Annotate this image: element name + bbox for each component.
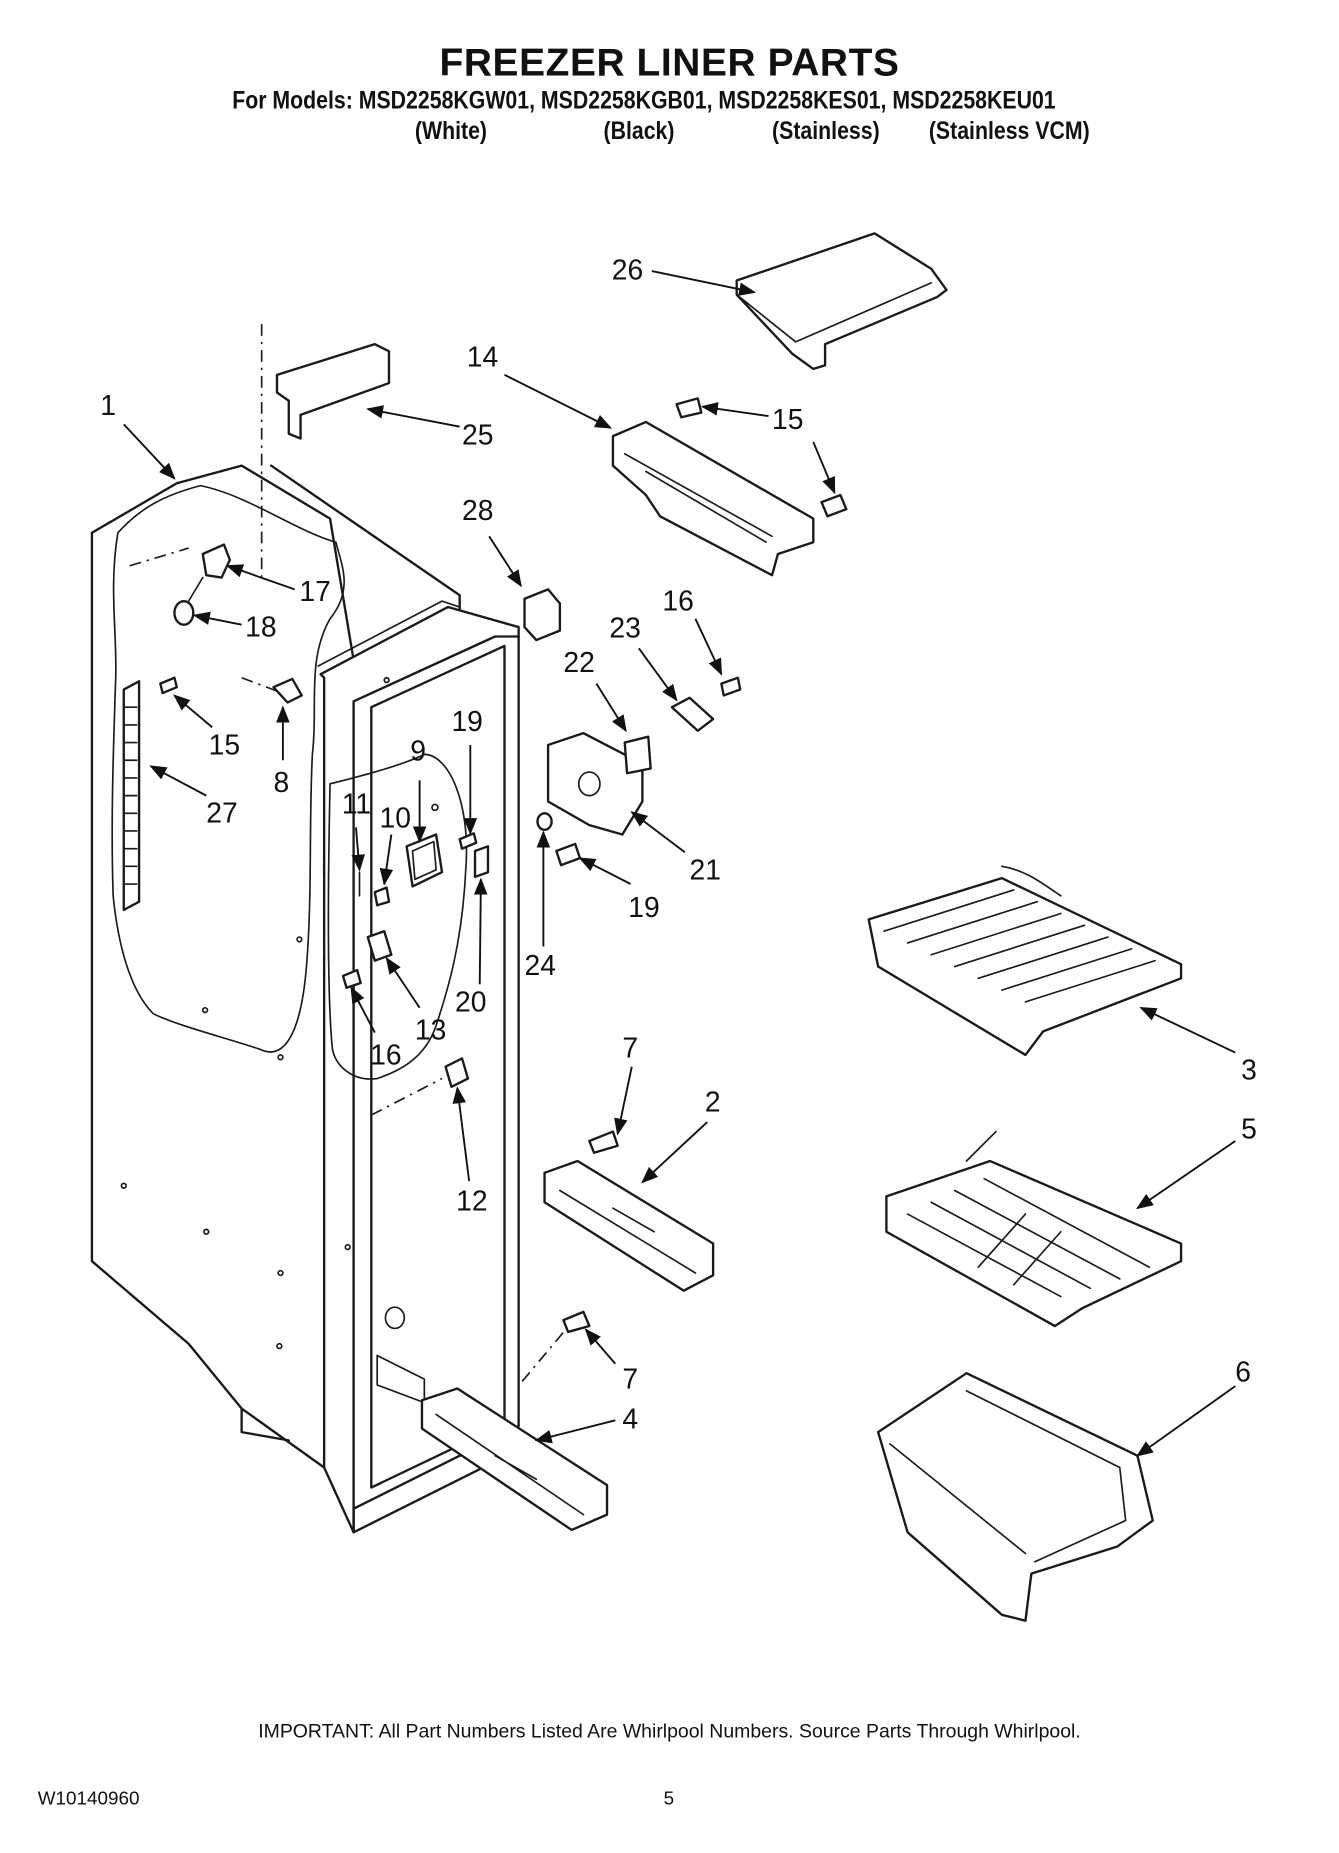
callout-11: 11 xyxy=(342,787,371,819)
callout-17: 17 xyxy=(299,575,330,607)
callout-19-lower: 19 xyxy=(628,891,659,923)
part-15-right-drawing-a xyxy=(675,397,703,419)
callout-13: 13 xyxy=(415,1014,446,1046)
callout-21: 21 xyxy=(690,853,721,885)
callout-14: 14 xyxy=(467,341,498,373)
callout-6: 6 xyxy=(1235,1355,1251,1387)
part-27-teeth xyxy=(124,706,138,885)
part-2-drawing xyxy=(543,1159,715,1292)
callout-22: 22 xyxy=(563,646,594,678)
callout-7-upper: 7 xyxy=(622,1031,638,1063)
freezer-liner-drawing xyxy=(90,324,573,1534)
callout-4: 4 xyxy=(622,1403,638,1435)
part-7-upper-drawing xyxy=(588,1130,619,1154)
callout-23: 23 xyxy=(609,612,640,644)
part-23-drawing xyxy=(670,696,715,732)
variant-stainless-vcm: (Stainless VCM) xyxy=(928,117,1090,145)
callout-8: 8 xyxy=(273,766,289,798)
callout-labels: 1 2 3 4 5 6 7 7 8 9 10 11 12 13 14 15 15… xyxy=(100,253,1257,1434)
callout-24: 24 xyxy=(525,949,556,981)
callout-3: 3 xyxy=(1241,1054,1257,1086)
page-title: FREEZER LINER PARTS xyxy=(439,40,900,84)
callout-10: 10 xyxy=(380,801,411,833)
callout-25: 25 xyxy=(462,418,493,450)
callout-12: 12 xyxy=(456,1185,487,1217)
part-25-drawing xyxy=(275,343,391,440)
part-14-drawing xyxy=(611,420,815,577)
part-13-drawing xyxy=(366,929,393,962)
part-6-drawing xyxy=(876,1372,1154,1622)
part-28-drawing xyxy=(523,588,562,642)
callout-16-left: 16 xyxy=(370,1038,401,1070)
part-17-18-drawing xyxy=(173,543,232,626)
part-8-drawing xyxy=(272,677,303,704)
document-id: W10140960 xyxy=(37,1789,140,1810)
part-12-drawing xyxy=(444,1057,470,1088)
part-21-22-drawing xyxy=(546,731,652,836)
callout-16-right: 16 xyxy=(662,585,693,617)
callout-19-upper: 19 xyxy=(451,705,482,737)
callout-7-lower: 7 xyxy=(622,1363,638,1395)
part-20-drawing xyxy=(473,845,490,879)
part-4-drawing xyxy=(420,1387,609,1532)
callout-27: 27 xyxy=(206,797,237,829)
callout-9: 9 xyxy=(410,734,426,766)
leader-lines xyxy=(123,270,1236,1457)
variant-white: (White) xyxy=(414,117,488,145)
variant-black: (Black) xyxy=(603,117,675,145)
footer-notice: IMPORTANT: All Part Numbers Listed Are W… xyxy=(258,1720,1081,1743)
callout-15-right: 15 xyxy=(772,403,803,435)
callout-18: 18 xyxy=(245,610,276,642)
callout-5: 5 xyxy=(1241,1113,1257,1145)
part-19-upper-drawing xyxy=(458,832,478,850)
page-number: 5 xyxy=(663,1789,675,1810)
callout-26: 26 xyxy=(612,253,643,285)
part-15-right-drawing-b xyxy=(820,493,848,518)
part-19-lower-drawing xyxy=(555,842,582,867)
callout-15-left: 15 xyxy=(209,728,240,760)
callout-2: 2 xyxy=(705,1086,721,1118)
part-24-drawing xyxy=(536,812,553,831)
part-16-right-drawing xyxy=(720,676,742,697)
callout-28: 28 xyxy=(462,494,493,526)
variant-stainless: (Stainless) xyxy=(772,117,880,145)
part-10-drawing xyxy=(373,886,391,907)
part-5-drawing xyxy=(885,1130,1183,1328)
part-26-drawing xyxy=(735,232,948,371)
part-15-left-drawing xyxy=(159,676,178,695)
model-list: For Models: MSD2258KGW01, MSD2258KGB01, … xyxy=(232,87,1056,115)
callout-20: 20 xyxy=(455,985,486,1017)
part-16-left-drawing xyxy=(341,968,362,989)
part-7-lower-drawing xyxy=(562,1310,591,1334)
part-3-drawing xyxy=(867,865,1183,1057)
callout-1: 1 xyxy=(100,389,116,421)
